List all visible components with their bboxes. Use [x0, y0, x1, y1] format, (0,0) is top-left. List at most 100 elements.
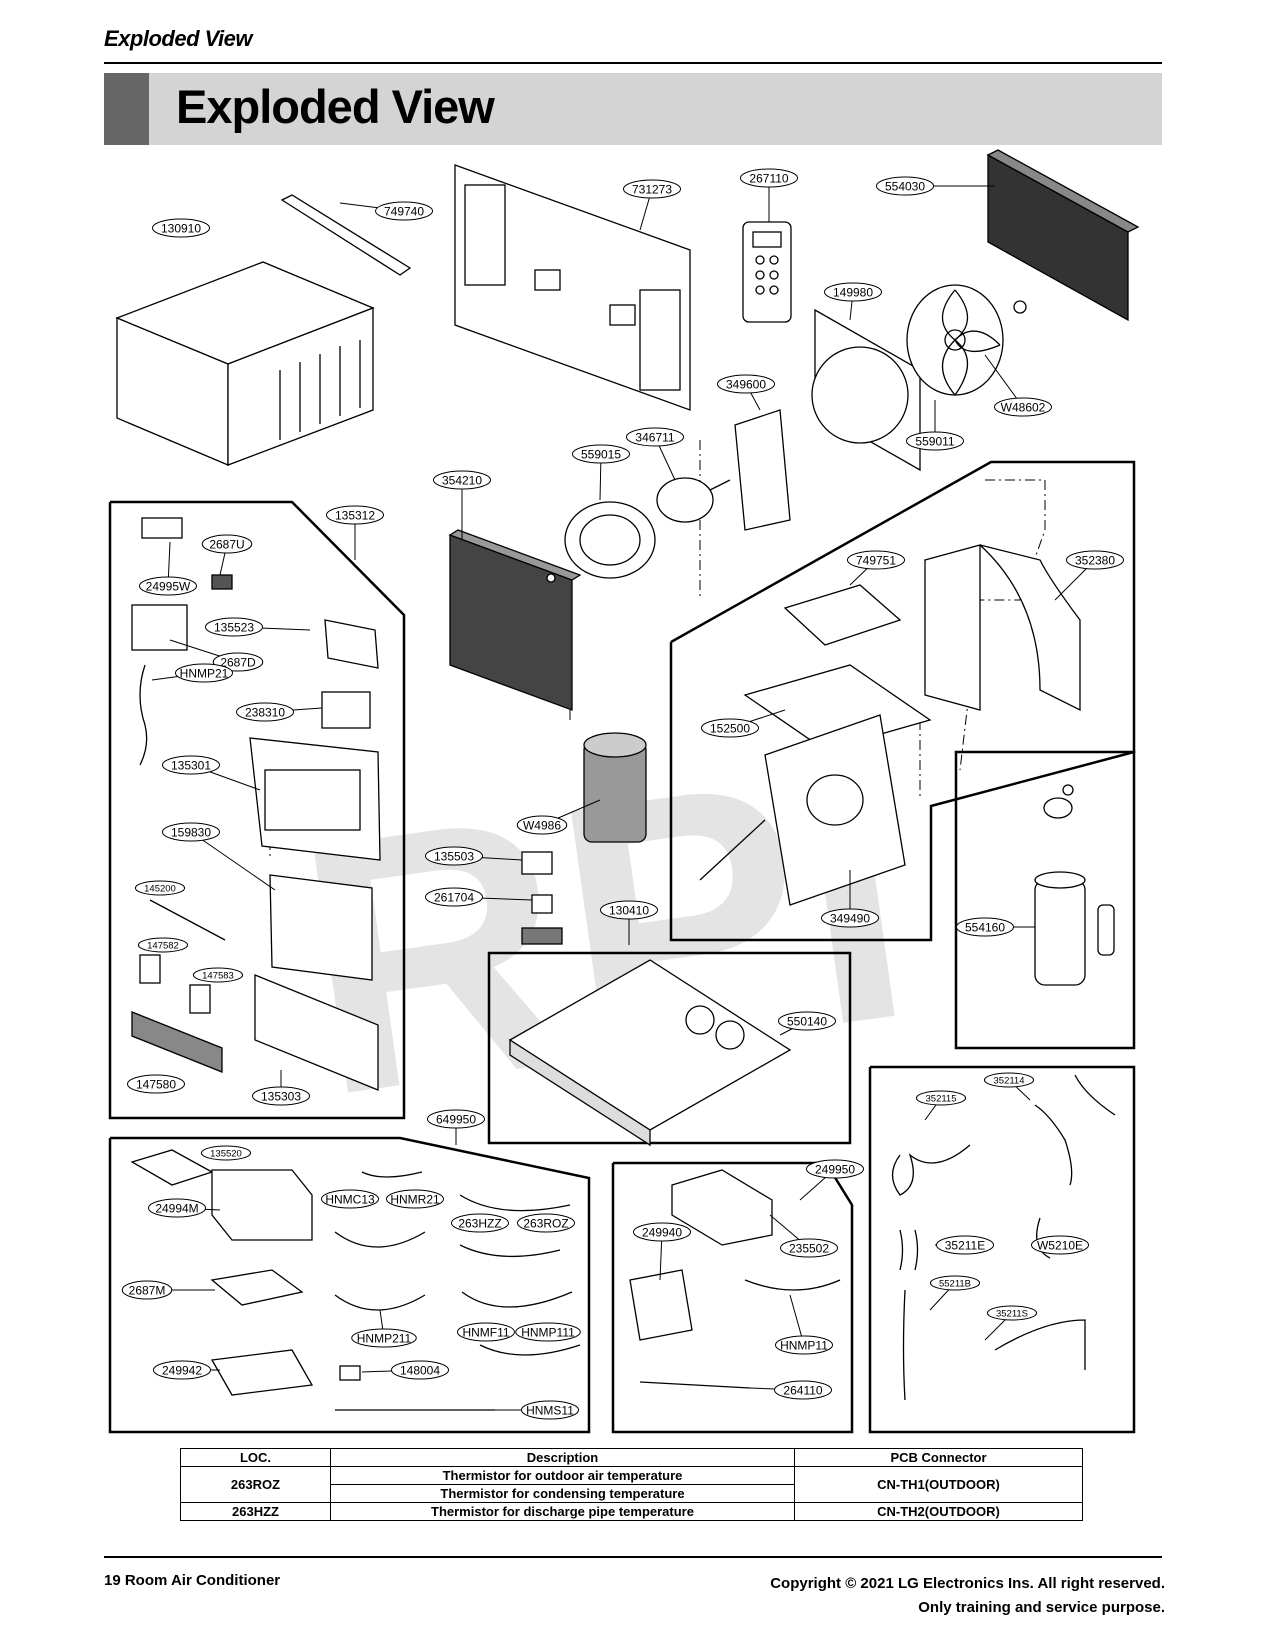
- capacitor-drawing: [521, 851, 553, 875]
- callout-bubble: [326, 505, 384, 525]
- callout-bubble: [139, 576, 197, 596]
- callout-bubble: [375, 201, 433, 221]
- callout-bubble: [774, 1380, 832, 1400]
- part-number-label: HNMP111: [521, 1326, 575, 1340]
- evaporator-drawing: [448, 529, 582, 711]
- callout-bubble: [252, 1086, 310, 1106]
- callout-bubble: [1031, 1235, 1089, 1255]
- frame-indoor-assy: [669, 460, 1136, 942]
- cell-description: Thermistor for condensing temperature: [330, 1484, 795, 1503]
- remote-drawing: [742, 221, 792, 323]
- part-number-label: 249940: [642, 1226, 682, 1240]
- table-row: 263HZZ Thermistor for discharge pipe tem…: [180, 1502, 1083, 1521]
- part-number-label: 352114: [994, 1076, 1025, 1087]
- part-number-label: 559015: [581, 448, 621, 462]
- callout-bubble: [600, 900, 658, 920]
- callout-bubble: [425, 887, 483, 907]
- fan-clip-drawing: [1013, 300, 1027, 314]
- part-number-label: 554030: [885, 180, 925, 194]
- w48602-screw-drawing: [546, 573, 556, 583]
- part-number-label: 135523: [214, 621, 254, 635]
- footer-copyright-block: Copyright © 2021 LG Electronics Ins. All…: [770, 1572, 1165, 1620]
- callout-bubble: [451, 1213, 509, 1233]
- callout-bubble: [906, 431, 964, 451]
- callout-bubble: [626, 427, 684, 447]
- cell-description: Thermistor for outdoor air temperature: [330, 1466, 795, 1485]
- part-number-label: 249942: [162, 1364, 202, 1378]
- callout-bubble: [425, 846, 483, 866]
- part-drawings: [115, 149, 1140, 1411]
- part-number-label: 352380: [1075, 554, 1115, 568]
- part-number-label: 346711: [635, 431, 674, 445]
- part-number-label: 2687M: [129, 1284, 166, 1298]
- part-number-label: 24995W: [146, 580, 191, 594]
- piping-parts-drawing: [891, 1074, 1116, 1401]
- col-header-description: Description: [330, 1448, 795, 1467]
- col-header-pcb: PCB Connector: [794, 1448, 1083, 1467]
- thermistor-table: LOC. Description PCB Connector 263ROZ Th…: [180, 1448, 1083, 1521]
- part-number-label: 35211S: [996, 1309, 1028, 1320]
- callout-bubble: [457, 1322, 515, 1342]
- part-number-label: HNMS11: [526, 1404, 574, 1418]
- part-number-label: 147582: [147, 941, 179, 952]
- subassembly-frames: [108, 460, 1136, 1434]
- part-number-label: W5210E: [1037, 1239, 1083, 1253]
- part-number-label: 749740: [384, 205, 424, 219]
- wiring-parts-drawing: [130, 1149, 581, 1411]
- callout-bubble: [175, 663, 233, 683]
- callout-bubble: [433, 470, 491, 490]
- indoor-parts-drawing: [699, 544, 1081, 906]
- callout-bubble: [929, 1275, 981, 1291]
- cell-description: Thermistor for discharge pipe temperatur…: [330, 1502, 795, 1521]
- part-number-label: 135301: [171, 759, 211, 773]
- callout-bubble: [775, 1335, 833, 1355]
- callout-bubble: [152, 218, 210, 238]
- part-number-label: 24994M: [155, 1202, 198, 1216]
- part-number-label: 749751: [856, 554, 896, 568]
- base-pan-drawing: [508, 959, 792, 1147]
- callout-bubble: [956, 917, 1014, 937]
- usage-note: Only training and service purpose.: [918, 1599, 1165, 1616]
- table-row: Thermistor for condensing temperature: [181, 1484, 1083, 1503]
- callout-bubble: [847, 550, 905, 570]
- cell-loc: 263HZZ: [180, 1502, 331, 1521]
- section-banner: Exploded View: [104, 73, 1162, 145]
- compressor-drawing: [1034, 784, 1115, 986]
- callout-bubble: [201, 534, 253, 554]
- frame-wiring: [108, 1136, 591, 1434]
- part-number-label: 130910: [161, 222, 201, 236]
- part-number-label: 55211B: [939, 1279, 971, 1290]
- callout-bubble: [986, 1305, 1038, 1321]
- table-row: 263ROZ Thermistor for outdoor air temper…: [180, 1466, 1083, 1503]
- part-number-label: HNMP11: [780, 1339, 828, 1353]
- frame-base-pan: [487, 951, 852, 1145]
- callout-bubble: [717, 374, 775, 394]
- part-number-label: 235502: [789, 1242, 829, 1256]
- part-number-label: 135503: [434, 850, 474, 864]
- part-number-label: HNMR21: [390, 1193, 440, 1207]
- insulation-wrap-drawing: [583, 732, 647, 843]
- callout-bubble: [572, 444, 630, 464]
- part-number-label: 261704: [434, 891, 474, 905]
- cell-pcb: CN-TH1(OUTDOOR): [794, 1466, 1083, 1503]
- part-number-label: 263HZZ: [458, 1217, 501, 1231]
- cabinet-drawing: [115, 261, 375, 466]
- part-number-label: 649950: [436, 1113, 476, 1127]
- callout-bubble: [192, 967, 244, 983]
- callout-bubble: [212, 652, 264, 672]
- leader-line: [190, 831, 276, 891]
- callout-bubble: [351, 1328, 417, 1348]
- electrical-parts-drawing: [629, 1169, 841, 1389]
- copyright-text: Copyright © 2021 LG Electronics Ins. All…: [770, 1575, 1165, 1592]
- table-header-row: LOC. Description PCB Connector: [180, 1448, 1083, 1467]
- motor-drawing: [656, 477, 731, 523]
- callout-bubble: [386, 1189, 444, 1209]
- part-number-label: 238310: [245, 706, 285, 720]
- part-number-label: 554160: [965, 921, 1005, 935]
- section-title: Exploded View: [176, 80, 495, 133]
- part-number-label: 135312: [335, 509, 375, 523]
- running-title: Exploded View: [104, 26, 252, 51]
- callout-bubble: [236, 702, 294, 722]
- part-number-label: 550140: [787, 1015, 827, 1029]
- frame-piping: [868, 1065, 1136, 1434]
